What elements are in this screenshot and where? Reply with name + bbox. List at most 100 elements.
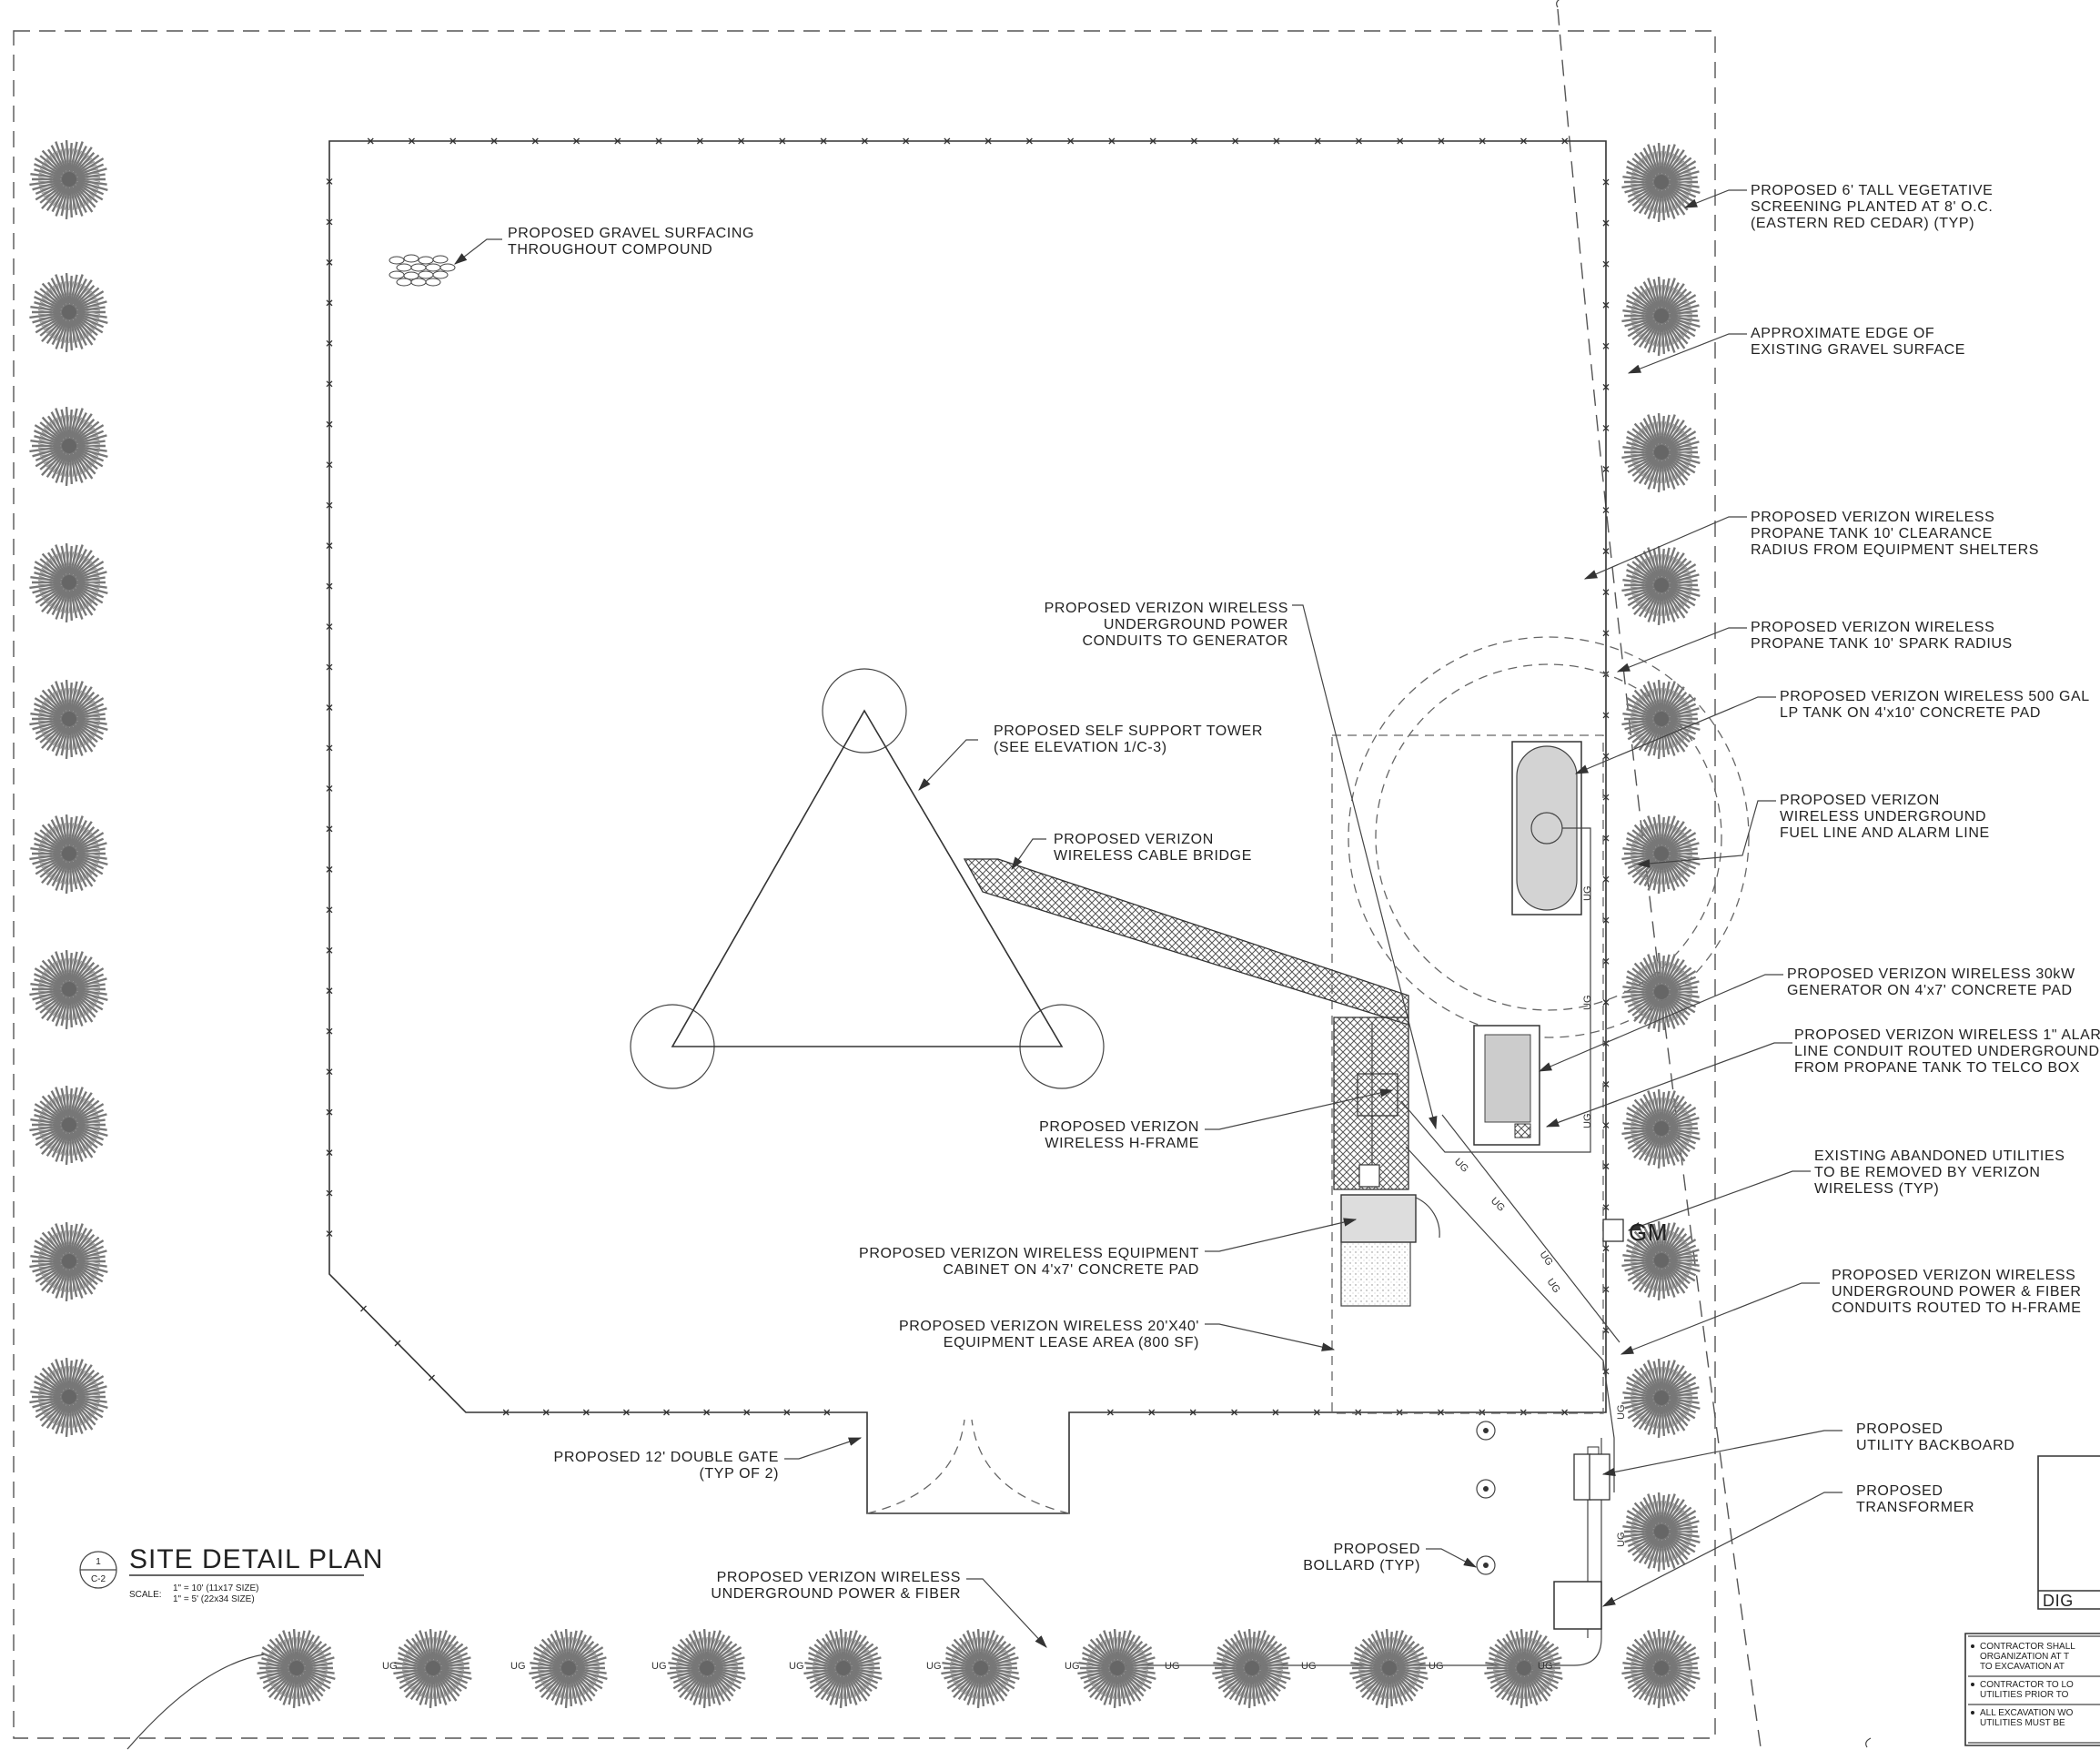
- dig-label: DIG: [2043, 1592, 2074, 1610]
- label-clearance-line: RADIUS FROM EQUIPMENT SHELTERS: [1751, 542, 2039, 558]
- ug-marker: UG: [510, 1661, 526, 1672]
- label-alarm-line: PROPOSED VERIZON WIRELESS 1" ALAR: [1794, 1027, 2100, 1043]
- label-cable-bridge-line: PROPOSED VERIZON: [1054, 832, 1214, 847]
- label-tower-line: (SEE ELEVATION 1/C-3): [994, 740, 1167, 755]
- label-cable-bridge-line: WIRELESS CABLE BRIDGE: [1054, 848, 1252, 864]
- label-ug-bottom-line: PROPOSED VERIZON WIRELESS: [717, 1570, 961, 1585]
- svg-text:UG: UG: [1489, 1196, 1507, 1214]
- cedar-tree-icon: [1077, 1629, 1156, 1708]
- label-lp-tank-line: LP TANK ON 4'x10' CONCRETE PAD: [1780, 705, 2041, 721]
- cedar-tree-icon: [1349, 1629, 1429, 1708]
- compound-fence: [326, 137, 1610, 1514]
- ug-marker: UG: [651, 1661, 667, 1672]
- label-ug-power-fiber-line: UNDERGROUND POWER & FIBER: [1832, 1284, 2082, 1300]
- cedar-tree-icon: [257, 1629, 336, 1708]
- ug-marker: UG: [382, 1661, 398, 1672]
- label-cabinet-line: CABINET ON 4'x7' CONCRETE PAD: [943, 1262, 1199, 1278]
- note-bullet: [1971, 1711, 1974, 1715]
- label-abandoned-line: TO BE REMOVED BY VERIZON: [1814, 1165, 2041, 1180]
- note-text: ALL EXCAVATION WO: [1980, 1708, 2074, 1718]
- scale-line-1: 1" = 10' (11x17 SIZE): [173, 1583, 259, 1593]
- cedar-tree-icon: [29, 950, 108, 1029]
- label-ug-bottom-line: UNDERGROUND POWER & FIBER: [711, 1586, 961, 1602]
- note-text: UTILITIES PRIOR TO: [1980, 1690, 2069, 1700]
- label-spark-line: PROPOSED VERIZON WIRELESS: [1751, 620, 1994, 635]
- ug-marker: UG: [1165, 1661, 1180, 1672]
- generator: [1473, 1025, 1540, 1146]
- label-ug-power-fiber-line: CONDUITS ROUTED TO H-FRAME: [1832, 1300, 2082, 1316]
- cedar-tree-icon: [393, 1629, 472, 1708]
- ug-marker: UG: [1065, 1661, 1080, 1672]
- label-gravel-line: THROUGHOUT COMPOUND: [508, 242, 712, 258]
- ug-marker: UG: [789, 1661, 804, 1672]
- equipment-cabinet: [1340, 1194, 1440, 1307]
- cedar-tree-icon: [1621, 814, 1701, 894]
- ug-marker: UG: [1301, 1661, 1317, 1672]
- cedar-tree-icon: [29, 814, 108, 894]
- label-alarm-line: FROM PROPANE TANK TO TELCO BOX: [1794, 1060, 2080, 1076]
- cedar-tree-icon: [1621, 953, 1701, 1032]
- property-boundary: [13, 30, 1716, 1739]
- label-edge-gravel-line: EXISTING GRAVEL SURFACE: [1751, 342, 1965, 358]
- ug-marker: UG: [926, 1661, 942, 1672]
- bollards: [1476, 1421, 1496, 1575]
- label-tower-line: PROPOSED SELF SUPPORT TOWER: [994, 723, 1263, 739]
- note-text: TO EXCAVATION AT: [1980, 1662, 2065, 1672]
- label-screening-line: SCREENING PLANTED AT 8' O.C.: [1751, 199, 1993, 215]
- note-bullet: [1971, 1683, 1974, 1686]
- label-ug-power-fiber-line: PROPOSED VERIZON WIRELESS: [1832, 1268, 2075, 1283]
- cedar-tree-icon: [1621, 1089, 1701, 1168]
- label-hframe-line: PROPOSED VERIZON: [1039, 1119, 1199, 1135]
- svg-text:UG: UG: [1538, 1249, 1555, 1268]
- drawing-title: 1 C-2 SITE DETAIL PLAN SCALE: 1" = 10' (…: [79, 1544, 382, 1604]
- scale-line-2: 1" = 5' (22x34 SIZE): [173, 1594, 255, 1604]
- label-screening-line: PROPOSED 6' TALL VEGETATIVE: [1751, 183, 1993, 198]
- sheet-number: C-2: [91, 1574, 106, 1584]
- cedar-tree-icon: [1621, 413, 1701, 492]
- svg-text:UG: UG: [1582, 1114, 1593, 1129]
- label-abandoned-line: WIRELESS (TYP): [1814, 1181, 1939, 1197]
- cedar-tree-icon: [29, 543, 108, 622]
- label-lease-line: EQUIPMENT LEASE AREA (800 SF): [944, 1335, 1199, 1350]
- cedar-tree-icon: [1212, 1629, 1291, 1708]
- label-lease-line: PROPOSED VERIZON WIRELESS 20'X40': [899, 1319, 1199, 1334]
- scale-label: SCALE:: [129, 1590, 162, 1600]
- label-gate-line: (TYP OF 2): [700, 1466, 780, 1482]
- ug-marker: UG: [1538, 1661, 1553, 1672]
- utility-equipment: [1553, 1219, 1624, 1630]
- cedar-tree-icon: [667, 1629, 746, 1708]
- cedar-tree-icon: [1621, 1629, 1701, 1708]
- label-abandoned-line: EXISTING ABANDONED UTILITIES: [1814, 1148, 2065, 1164]
- label-ug-power-gen-line: CONDUITS TO GENERATOR: [1082, 633, 1288, 649]
- svg-text:UG: UG: [1616, 1405, 1627, 1421]
- cedar-tree-icon: [29, 680, 108, 759]
- label-fuel-line-line: FUEL LINE AND ALARM LINE: [1780, 825, 1990, 841]
- cedar-tree-icon: [941, 1629, 1020, 1708]
- cedar-tree-icon: [29, 273, 108, 352]
- label-transformer-line: TRANSFORMER: [1856, 1500, 1974, 1515]
- lease-area: [1331, 734, 1604, 1414]
- svg-text:UG: UG: [1452, 1157, 1470, 1175]
- tree-symbols: UG UG UG UG UG UG UG UG UG UG: [29, 140, 1701, 1708]
- label-spark-line: PROPANE TANK 10' SPARK RADIUS: [1751, 636, 2013, 652]
- label-ug-power-gen-line: UNDERGROUND POWER: [1104, 617, 1288, 632]
- label-edge-gravel-line: APPROXIMATE EDGE OF: [1751, 326, 1934, 341]
- svg-text:UG: UG: [1582, 996, 1593, 1011]
- label-generator-line: GENERATOR ON 4'x7' CONCRETE PAD: [1787, 983, 2073, 998]
- label-gate-line: PROPOSED 12' DOUBLE GATE: [554, 1450, 779, 1465]
- label-generator-line: PROPOSED VERIZON WIRELESS 30kW: [1787, 966, 2075, 982]
- label-screening-line: (EASTERN RED CEDAR) (TYP): [1751, 216, 1974, 231]
- propane-radii: [1348, 636, 1750, 1038]
- detail-number: 1: [96, 1557, 101, 1567]
- cedar-tree-icon: [29, 1086, 108, 1165]
- cedar-tree-icon: [1621, 1492, 1701, 1572]
- double-gate: [866, 1419, 1070, 1514]
- ug-marker: UG: [1429, 1661, 1444, 1672]
- label-clearance-line: PROPOSED VERIZON WIRELESS: [1751, 510, 1994, 525]
- cedar-tree-icon: [1621, 1221, 1701, 1300]
- label-transformer-line: PROPOSED: [1856, 1483, 1944, 1499]
- cedar-tree-icon: [1621, 143, 1701, 222]
